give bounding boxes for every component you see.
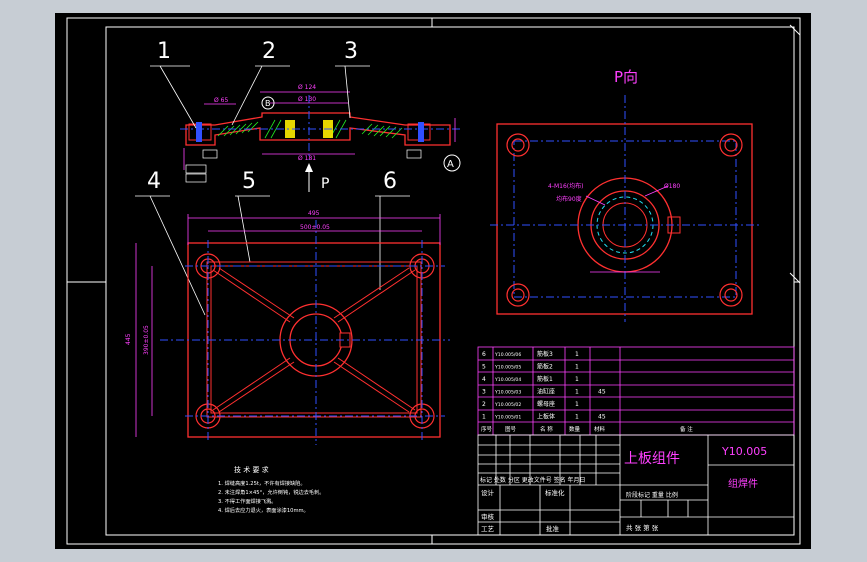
note-pitch: 均布90度 xyxy=(556,195,582,203)
bom-cell-idx: 5 xyxy=(482,364,486,371)
bom-cell-qty: 1 xyxy=(575,364,579,371)
sheet-background xyxy=(55,13,811,549)
dim-d124: Ø 124 xyxy=(298,84,316,91)
detail-marker-circle xyxy=(261,96,275,110)
bom-header-note: 备 注 xyxy=(680,425,693,433)
bom-cell-idx: 2 xyxy=(482,401,486,408)
part-label-5: 5 xyxy=(242,169,256,194)
bom-cell-name: 筋板3 xyxy=(537,350,553,358)
tech-req-item-3: 3. 不得工作面焊接飞溅。 xyxy=(218,497,276,505)
section-marker-circle xyxy=(443,154,461,172)
detail-marker-label: B xyxy=(265,99,271,108)
bom-cell-name: 上板体 xyxy=(537,413,555,421)
bom-header: 序号 图号 名 称 数量 材料 备 注 xyxy=(481,425,693,433)
bom-header-index: 序号 xyxy=(481,425,493,433)
bom-cell-name: 筋板2 xyxy=(537,363,553,371)
title-type: 组焊件 xyxy=(728,477,758,490)
part-label-6: 6 xyxy=(383,169,397,194)
part-label-1: 1 xyxy=(157,39,171,64)
bom-cell-qty: 1 xyxy=(575,389,579,396)
dim-d65: Ø 65 xyxy=(214,97,228,104)
dim-overall-height: 445 xyxy=(125,333,132,345)
title-standard: 标准化 xyxy=(545,488,565,497)
bom-cell-qty: 1 xyxy=(575,401,579,408)
bom-cell-name: 螺母座 xyxy=(537,400,555,408)
title-sheet: 共 张 第 张 xyxy=(626,523,659,532)
tech-req-item-4: 4. 焊后去应力退火，表面涂漆10mm。 xyxy=(218,506,309,514)
bom-cell-name: 筋板1 xyxy=(537,375,553,383)
note-holes: 4-M16(均布) xyxy=(548,182,583,190)
title-part-name: 上板组件 xyxy=(624,451,680,467)
title-process: 工艺 xyxy=(481,525,495,533)
bom-cell-code: Y10.005/04 xyxy=(494,377,521,383)
part-label-4: 4 xyxy=(147,169,161,194)
title-approve: 批准 xyxy=(546,524,560,533)
tech-req-title: 技 术 要 求 xyxy=(234,465,269,474)
bom-table xyxy=(477,346,795,436)
direction-arrow-label: P xyxy=(321,176,329,192)
part-label-3: 3 xyxy=(344,39,358,64)
note-bore: Ø180 xyxy=(664,183,680,190)
bom-cell-qty: 1 xyxy=(575,414,579,421)
bom-cell-idx: 4 xyxy=(482,376,486,383)
bom-cell-mat: 45 xyxy=(598,414,606,421)
dim-d130: Ø 130 xyxy=(298,96,316,103)
direction-arrow: P xyxy=(305,163,329,192)
bom-header-material: 材料 xyxy=(594,425,606,433)
bom-header-qty: 数量 xyxy=(569,425,581,433)
bom-cell-qty: 1 xyxy=(575,376,579,383)
bom-cell-code: Y10.005/06 xyxy=(494,352,521,358)
dim-d181: Ø 181 xyxy=(298,155,316,162)
title-design: 设计 xyxy=(481,488,495,497)
view-p-title: P向 xyxy=(614,68,638,86)
part-label-2: 2 xyxy=(262,39,276,64)
plan-view: 495 500±0.05 445 390±0.05 xyxy=(125,210,450,445)
title-drawing-number: Y10.005 xyxy=(721,445,767,458)
view-p: P向 4-M16(均布) 均布90度 Ø180 xyxy=(490,68,760,322)
dim-inner-width: 500±0.05 xyxy=(300,224,330,231)
section-marker-label: A xyxy=(447,159,454,170)
bom-cell-idx: 3 xyxy=(482,389,486,396)
bom-cell-idx: 6 xyxy=(482,351,486,358)
bom-cell-code: Y10.005/01 xyxy=(494,415,521,421)
bom-cell-name: 油缸座 xyxy=(537,388,555,396)
bom-header-name: 名 称 xyxy=(540,425,553,433)
bom-cell-code: Y10.005/05 xyxy=(494,365,521,371)
tech-req-item-1: 1. 焊缝高度1.25t，不许有焊接缺陷。 xyxy=(218,479,306,487)
bom-cell-mat: 45 xyxy=(598,389,606,396)
title-block xyxy=(477,434,795,536)
dim-overall-width: 495 xyxy=(308,210,320,217)
side-mark xyxy=(789,272,801,284)
bom-cell-code: Y10.005/03 xyxy=(494,390,521,396)
corner-mark xyxy=(789,24,801,36)
tech-requirements: 技 术 要 求 1. 焊缝高度1.25t，不许有焊接缺陷。 2. 未注焊角1×4… xyxy=(218,465,324,514)
bom-header-code: 图号 xyxy=(505,425,517,433)
inner-border xyxy=(105,26,795,536)
tech-req-item-2: 2. 未注焊角1×45°，允许倒钝，锐边去毛刺。 xyxy=(218,488,324,496)
bom-cell-idx: 1 xyxy=(482,414,486,421)
outer-border xyxy=(66,17,801,545)
bom-cell-qty: 1 xyxy=(575,351,579,358)
bom-cell-code: Y10.005/02 xyxy=(494,402,521,408)
title-review: 审核 xyxy=(481,512,495,521)
dim-inner-height: 390±0.05 xyxy=(143,325,150,355)
title-revision-headers: 标记 处数 分区 更改文件号 签名 年月日 xyxy=(480,476,586,484)
title-stage-headers: 阶段标记 重量 比例 xyxy=(626,491,678,499)
section-view: Ø 65 Ø 124 Ø 130 Ø 181 B A xyxy=(180,84,461,183)
